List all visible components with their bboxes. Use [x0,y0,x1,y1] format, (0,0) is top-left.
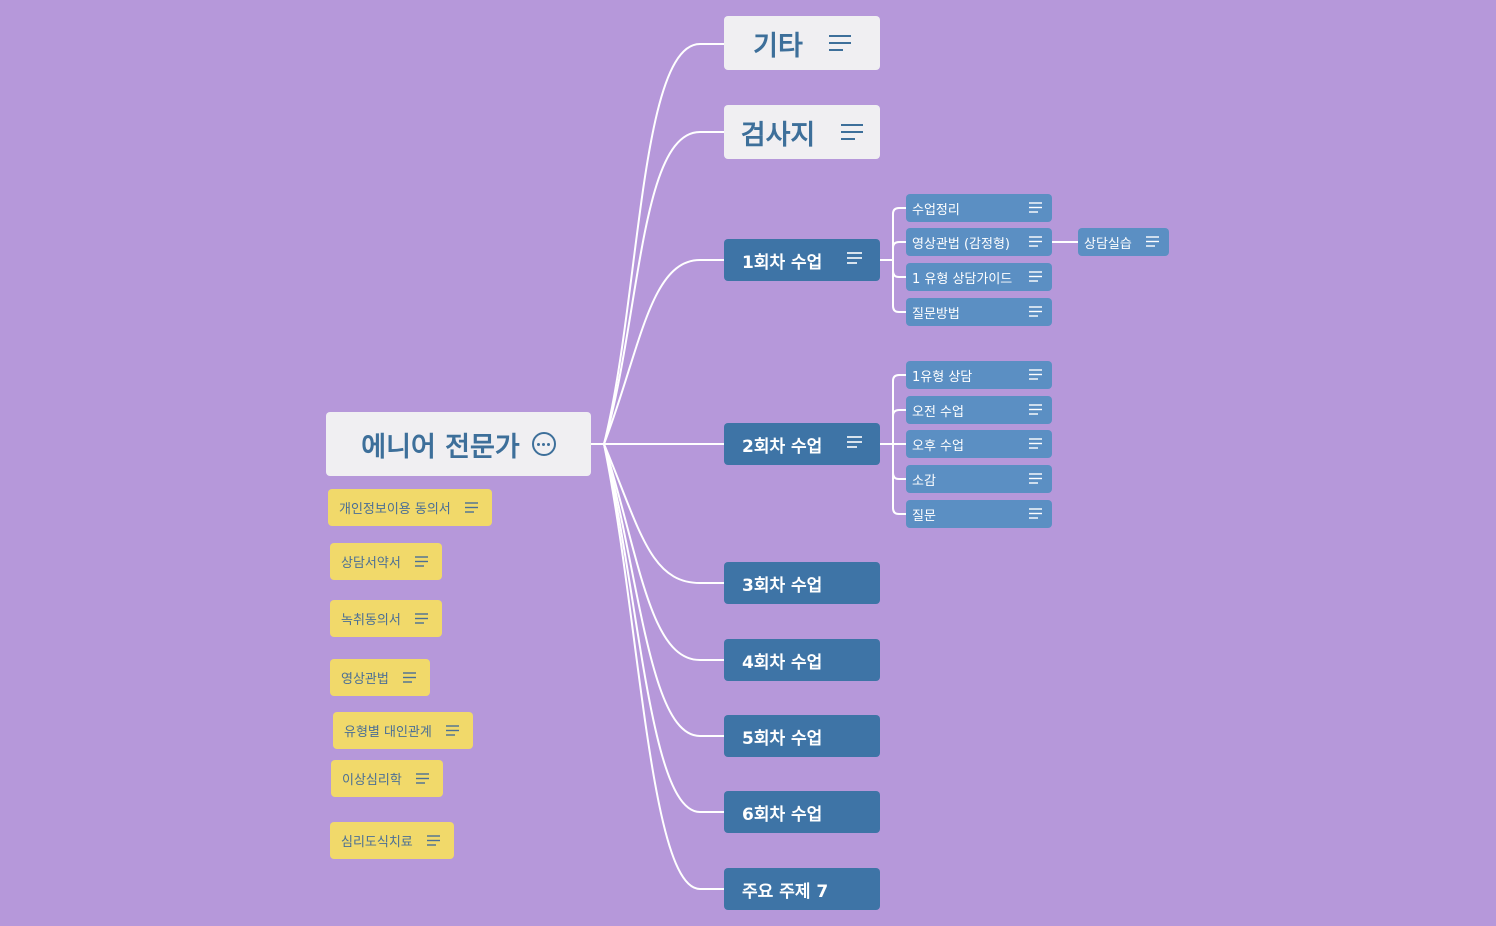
subtopic-label: 1유형 상담 [912,369,973,385]
root-label: 에니어 전문가 [361,431,520,463]
main-topic-7-node[interactable]: 주요 주제 7 [724,868,880,910]
subtopic-node[interactable]: 오전 수업 [906,396,1052,424]
floating-topic-label: 유형별 대인관계 [344,725,432,740]
subtopic-node[interactable]: 오후 수업 [906,430,1052,458]
notes-icon [828,34,851,52]
notes-icon [464,501,480,514]
session-label: 5회차 수업 [742,728,823,749]
notes-icon [414,612,430,625]
session-3-node[interactable]: 3회차 수업 [724,562,880,604]
session-label: 4회차 수업 [742,652,823,673]
session-label: 주요 주제 7 [742,881,829,902]
topic-label: 검사지 [740,119,816,151]
topic-geomsaji[interactable]: 검사지 [724,105,880,159]
root-node[interactable]: 에니어 전문가 [326,412,591,476]
notes-icon [1029,438,1044,450]
session-4-node[interactable]: 4회차 수업 [724,639,880,681]
subtopic-label: 1 유형 상담가이드 [912,271,1013,287]
subtopic-node[interactable]: 질문 [906,500,1052,528]
notes-icon [402,671,418,684]
subtopic-node[interactable]: 1유형 상담 [906,361,1052,389]
more-icon[interactable] [531,432,556,456]
notes-icon [1029,306,1044,318]
notes-icon [1029,404,1044,416]
subtopic-node[interactable]: 소감 [906,465,1052,493]
floating-topic-node[interactable]: 유형별 대인관계 [333,712,473,749]
notes-icon [414,555,430,568]
floating-topic-node[interactable]: 이상심리학 [331,760,443,797]
topic-label: 기타 [753,30,803,62]
notes-icon [1029,369,1044,381]
floating-topic-label: 이상심리학 [342,773,402,788]
subtopic-label: 질문방법 [912,306,960,322]
notes-icon [847,252,862,264]
session-label: 6회차 수업 [742,804,823,825]
subtopic-node[interactable]: 질문방법 [906,298,1052,326]
floating-topic-label: 상담서약서 [341,556,401,571]
session-2-node[interactable]: 2회차 수업 [724,423,880,465]
floating-topic-node[interactable]: 녹취동의서 [330,600,442,637]
session-label: 2회차 수업 [742,436,823,457]
notes-icon [445,724,461,737]
session-6-node[interactable]: 6회차 수업 [724,791,880,833]
notes-icon [841,123,864,141]
floating-topic-node[interactable]: 상담서약서 [330,543,442,580]
floating-topic-label: 녹취동의서 [341,613,401,628]
notes-icon [415,772,431,785]
notes-icon [847,436,862,448]
session-label: 3회차 수업 [742,575,823,596]
floating-topic-label: 개인정보이용 동의서 [339,502,451,517]
subtopic-label: 수업정리 [912,202,960,218]
notes-icon [426,834,442,847]
floating-topic-node[interactable]: 개인정보이용 동의서 [328,489,492,526]
floating-topic-node[interactable]: 영상관법 [330,659,430,696]
subtopic-label: 영상관법 (감정형) [912,236,1010,252]
notes-icon [1029,473,1044,485]
floating-topic-node[interactable]: 심리도식치료 [330,822,454,859]
notes-icon [1029,236,1044,248]
session-label: 1회차 수업 [742,252,823,273]
session-1-node[interactable]: 1회차 수업 [724,239,880,281]
subtopic-node[interactable]: 영상관법 (감정형) [906,228,1052,256]
subtopic-label: 질문 [912,508,936,524]
notes-icon [1029,202,1044,214]
subtopic-label: 소감 [912,473,936,489]
subtopic-node[interactable]: 수업정리 [906,194,1052,222]
notes-icon [1029,508,1044,520]
subtopic-label: 상담실습 [1084,236,1132,252]
notes-icon [1146,236,1161,248]
subtopic-label: 오후 수업 [912,438,964,454]
subtopic-node[interactable]: 상담실습 [1078,228,1169,256]
topic-gita[interactable]: 기타 [724,16,880,70]
subtopic-label: 오전 수업 [912,404,964,420]
floating-topic-label: 심리도식치료 [341,835,413,850]
subtopic-node[interactable]: 1 유형 상담가이드 [906,263,1052,291]
floating-topic-label: 영상관법 [341,672,389,687]
session-5-node[interactable]: 5회차 수업 [724,715,880,757]
notes-icon [1029,271,1044,283]
